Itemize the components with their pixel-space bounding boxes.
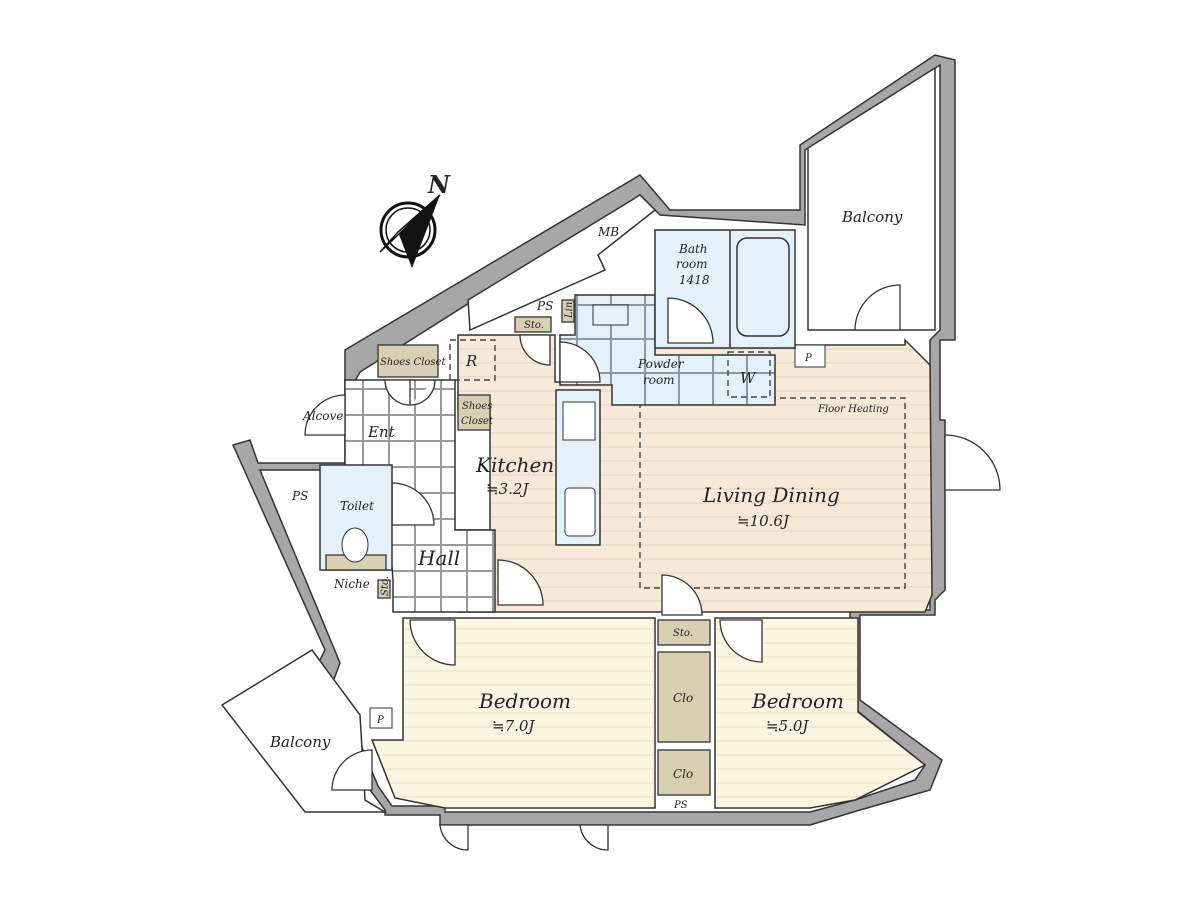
kitchen-door[interactable] (519, 334, 551, 366)
shoes-closet-side (457, 394, 491, 431)
bedroom-right (714, 617, 927, 809)
powder-label-2: room (643, 373, 675, 387)
toilet-label: Toilet (340, 499, 374, 513)
bath-label-1: Bath (678, 242, 708, 256)
bedroom-left-living-door[interactable] (661, 574, 703, 616)
mb-label: MB (597, 225, 619, 239)
floor-heating-label: Floor Heating (817, 404, 889, 415)
bedroom-right-label: Bedroom (751, 689, 844, 713)
bath-label-2: room (676, 257, 708, 271)
balcony-top-door[interactable] (854, 284, 901, 331)
alcove-label: Alcove (302, 409, 343, 423)
washer-space (727, 351, 771, 398)
stove-icon (562, 401, 596, 441)
bedroom-window-door-1[interactable] (439, 824, 469, 851)
niche-label: Niche (333, 577, 370, 591)
balcony-bottom-door[interactable] (331, 749, 373, 791)
living-side-door[interactable] (944, 434, 1001, 491)
north-compass-icon: N (379, 170, 451, 268)
pipe-space-bottom (369, 707, 393, 729)
bath-label-3: 1418 (679, 273, 710, 287)
bedroom-left-size: ≒7.0J (492, 717, 535, 735)
shoes-closet-top-label: Shoes Closet (380, 357, 446, 368)
closet-top (657, 651, 711, 743)
mb-space (467, 194, 657, 332)
storage-hall (377, 579, 391, 599)
entrance-label: Ent (367, 423, 396, 441)
ps-left-label: PS (291, 489, 308, 503)
refrigerator-space (449, 339, 496, 381)
bathtub-icon (736, 237, 790, 337)
living-dining-size: ≒10.6J (737, 512, 790, 530)
bedroom-left (370, 617, 656, 809)
hall-label: Hall (417, 546, 460, 570)
living-dining-label: Living Dining (702, 483, 840, 507)
bedroom-right-door[interactable] (719, 619, 763, 663)
balcony-top-label: Balcony (841, 208, 903, 226)
lin-label: Lin (564, 302, 575, 319)
clo-bottom-label: Clo (673, 767, 693, 781)
entrance-door[interactable] (304, 394, 346, 436)
shoes-closet-side-label-1: Shoes (462, 401, 492, 412)
vanity (592, 304, 629, 326)
balcony-top (807, 66, 936, 331)
bathroom-door[interactable] (667, 297, 714, 344)
bedroom-right-size: ≒5.0J (766, 717, 809, 735)
toilet-door[interactable] (391, 482, 435, 526)
shoes-closet-side-label-2: Closet (461, 416, 494, 427)
sink-icon (564, 487, 596, 537)
hall-living-door[interactable] (497, 559, 544, 606)
powder-label-1: Powder (637, 357, 685, 371)
ps-top-label: PS (536, 299, 553, 313)
kitchen-label: Kitchen (475, 453, 554, 477)
storage-top (514, 316, 552, 333)
storage-mid (657, 619, 711, 646)
pipe-space-top (794, 344, 826, 368)
p-bottom-label: P (376, 715, 384, 726)
sto-mid-label: Sto. (673, 628, 693, 639)
shoes-closet-doors[interactable] (384, 379, 436, 406)
linen-closet (561, 299, 575, 323)
clo-top-label: Clo (673, 691, 693, 705)
closet-bottom (657, 749, 711, 796)
washer-label: W (740, 369, 757, 387)
kitchen-size: ≒3.2J (486, 480, 529, 498)
bedroom-left-label: Bedroom (478, 689, 571, 713)
refrigerator-label: R (465, 352, 477, 370)
shoes-closet-top (377, 344, 439, 378)
ps-bottom-label: PS (673, 800, 688, 811)
compass-north-label: N (427, 170, 451, 199)
sto-top-label: Sto. (524, 320, 544, 331)
p-top-label: P (804, 353, 812, 364)
powder-room-door[interactable] (559, 341, 601, 383)
sto-hall-label: Sto. (380, 576, 391, 596)
balcony-bottom-label: Balcony (269, 733, 331, 751)
bedroom-left-door[interactable] (409, 619, 456, 666)
toilet-icon (341, 527, 369, 563)
bedroom-window-door-2[interactable] (579, 824, 609, 851)
